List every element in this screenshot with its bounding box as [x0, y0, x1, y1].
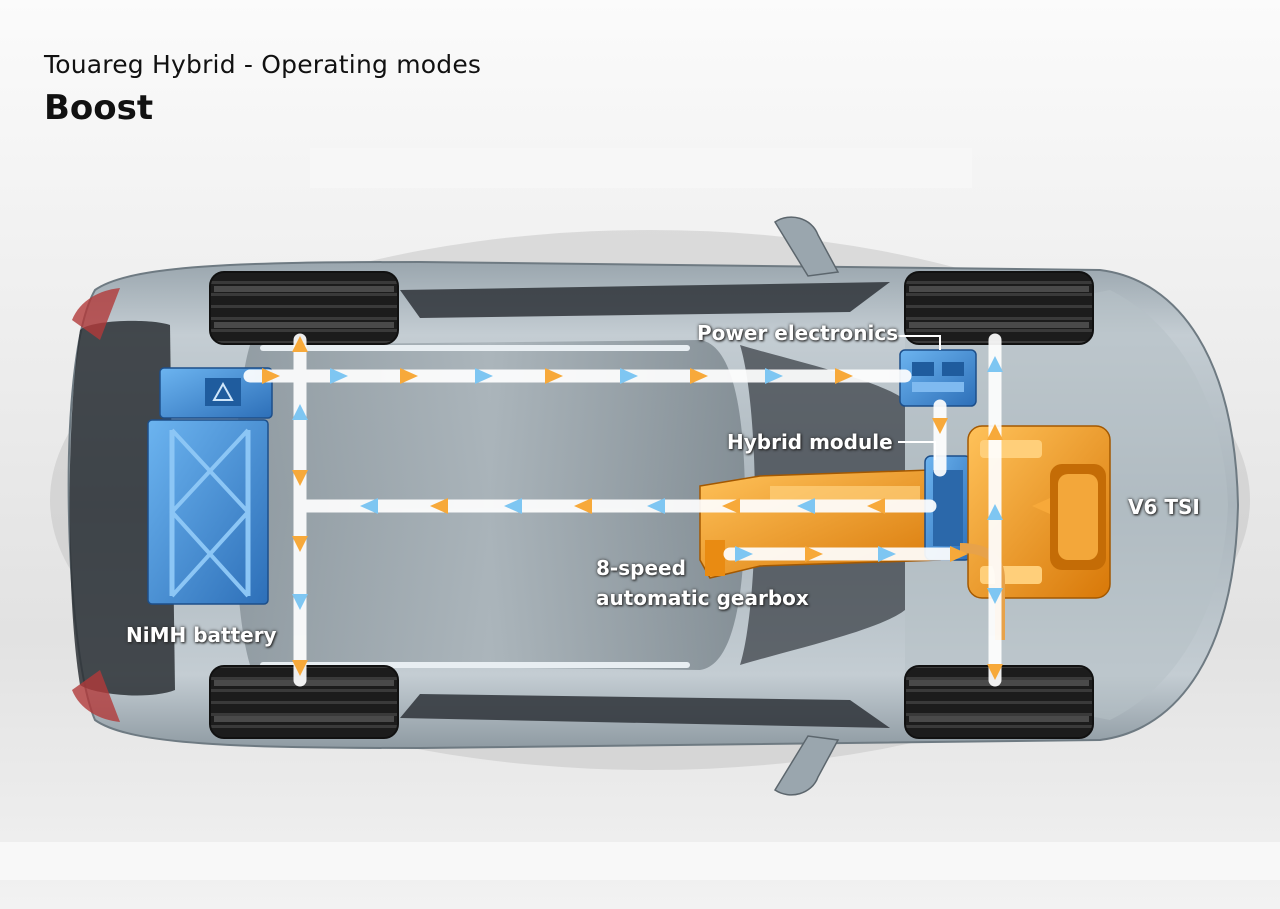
page-supertitle: Touareg Hybrid - Operating modes [44, 50, 482, 79]
flow-arrows-top [262, 368, 853, 384]
nimh-battery [147, 367, 273, 605]
label-power-electronics: Power electronics [697, 321, 899, 345]
gearbox [699, 469, 941, 579]
roof-rail-top [260, 345, 690, 351]
background-band-top [310, 148, 972, 188]
flow-arrow-pe-to-hybrid [932, 418, 948, 434]
mirror-bottom [773, 735, 840, 796]
leader-power-electronics [898, 335, 941, 350]
label-v6-tsi: V6 TSI [1128, 495, 1200, 519]
flow-arrows-middle [360, 498, 1050, 514]
flow-arrows-rear-axle [292, 336, 308, 676]
mirror-top [773, 216, 840, 277]
flow-arrows-front-axle [987, 356, 1003, 680]
flow-arrows-gearbox [735, 546, 968, 562]
side-window-top [400, 282, 890, 318]
tail-light-left [72, 288, 120, 340]
title-block: Touareg Hybrid - Operating modes Boost [44, 48, 481, 128]
leader-hybrid-module [898, 441, 936, 460]
page-title: Boost [44, 88, 154, 128]
label-gearbox-line2: automatic gearbox [596, 586, 809, 610]
wheel-rear-left [209, 271, 399, 345]
label-gearbox-line1: 8-speed [596, 556, 686, 580]
tail-light-right [72, 670, 120, 722]
warning-icon [212, 381, 234, 401]
wheel-front-left [904, 271, 1094, 345]
power-electronics-unit [899, 349, 977, 407]
v6-tsi-engine [967, 425, 1111, 599]
background-band-bottom [0, 842, 1280, 880]
side-window-bottom [400, 694, 890, 728]
hybrid-module [924, 455, 972, 561]
label-hybrid-module: Hybrid module [727, 430, 893, 454]
label-nimh-battery: NiMH battery [126, 623, 277, 647]
